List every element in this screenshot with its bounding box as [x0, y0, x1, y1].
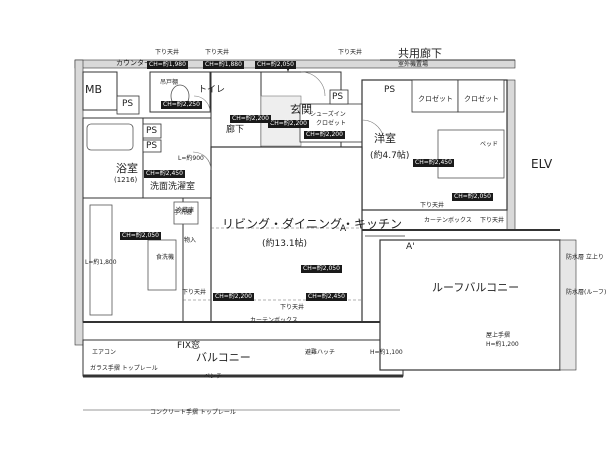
glass-rail-label: ガラス手摺 トップレール [90, 365, 158, 372]
sagari-label-6: 下り天井 [182, 289, 207, 296]
l-size-label: L=約900 [178, 155, 204, 162]
mark-a2: A' [406, 242, 415, 252]
curtain-box-label-2: カーテンボックス [424, 217, 472, 224]
ch-tag-11: CH=約2,050 [301, 265, 342, 273]
balcony-label: バルコニー [196, 351, 251, 364]
bath-size: (1216) [114, 176, 138, 184]
sagari-label-4: 下り天井 [420, 202, 445, 209]
sagari-label-2: 下り天井 [205, 49, 230, 56]
ch-tag-7: CH=約2,200 [304, 131, 345, 139]
ch-tag-4: CH=約2,250 [161, 101, 202, 109]
curtain-box-label: カーテンボックス [250, 317, 298, 324]
sagari-label-3: 下り天井 [338, 49, 363, 56]
ch-tag-8: CH=約2,450 [413, 159, 454, 167]
bed-label: ベッド [480, 141, 499, 148]
ps-label-4: PS [332, 92, 344, 102]
note-right-label: 防水層(ルーフ) [566, 289, 607, 296]
ch-tag-14: CH=約2,050 [120, 232, 161, 240]
dishwasher-label: 食洗機 [156, 254, 175, 261]
waterproof-label: 防水層 立上り [566, 254, 604, 261]
shoes-closet-label-2: クロゼット [316, 120, 347, 127]
kitchen-counter [89, 204, 113, 316]
ps-box-3 [329, 89, 349, 105]
roof-balcony [379, 239, 561, 371]
mb-box [82, 71, 118, 111]
shared-corridor-label: 共用廊下 [398, 47, 442, 60]
fridge [173, 201, 199, 225]
ch-tag-12: CH=約2,200 [213, 293, 254, 301]
ch-tag-13: CH=約2,450 [306, 293, 347, 301]
wall-right [506, 79, 516, 231]
ps-label-1: PS [122, 99, 134, 109]
hallway-label: 廊下 [226, 125, 245, 135]
elv-label: ELV [531, 157, 553, 171]
entrance-label: 玄関 [290, 103, 312, 116]
wall-left [74, 59, 84, 346]
kokuban-label: 吊戸棚 [160, 79, 179, 86]
ch-tag-6: CH=約2,200 [230, 115, 271, 123]
roof-height-label: 屋上手摺 [486, 332, 511, 339]
ps-label-2: PS [146, 126, 158, 136]
sagari-label-5: 下り天井 [280, 304, 305, 311]
ldk-size: (約13.1帖) [262, 239, 308, 249]
toilet-label: トイレ [198, 85, 226, 95]
ps-box-2 [142, 123, 162, 139]
ch-tag-5: CH=約2,200 [268, 120, 309, 128]
western-room-label: 洋室 [374, 132, 396, 145]
sagari-label-7: 下り天井 [480, 217, 505, 224]
western-room-size: (約4.7帖) [370, 151, 410, 161]
roof-balcony-label: ルーフバルコニー [432, 281, 520, 294]
ps-box-1 [116, 95, 140, 115]
closet-2 [457, 79, 505, 113]
ps-box-5 [142, 139, 162, 153]
fridge-label: 冷蔵庫 [176, 207, 195, 214]
outdoor-unit-label: 室外機置場 [398, 61, 429, 68]
roof-balcony-edge [559, 239, 577, 371]
bath-label: 浴室 [116, 162, 138, 175]
ch-tag-1: CH=約1,980 [147, 61, 188, 69]
aircon-label: エアコン [92, 349, 117, 356]
bed [437, 129, 505, 179]
door-swing-wash [192, 151, 212, 171]
fix-glass-label: FIX窓 [177, 341, 200, 351]
island [147, 239, 177, 291]
shoes-closet-label: シューズイン [310, 111, 346, 118]
h-value-label: H=約1,200 [486, 341, 519, 348]
mark-a: A [340, 224, 347, 234]
closet-2-label: クロゼット [464, 95, 499, 103]
washroom-label: 洗面洗濯室 [150, 182, 196, 192]
washing-label: 手洗器 [174, 209, 193, 216]
door-swing-western [361, 119, 385, 143]
ldk-room [210, 146, 363, 323]
counter-label: カウンター [116, 59, 151, 67]
ldk-label: リビング・ダイニング・キッチン [222, 217, 403, 231]
h-value-2-label: H=約1,100 [370, 349, 403, 356]
l-size-2-label: L=約1,800 [85, 259, 117, 266]
ps-label-3: PS [146, 141, 158, 151]
door-swing-entrance [300, 71, 326, 97]
closet-1-label: クロゼット [418, 95, 453, 103]
bathtub [86, 123, 134, 151]
ch-tag-2: CH=約1,880 [203, 61, 244, 69]
hallway-area [210, 71, 262, 148]
mb-label: MB [85, 83, 103, 96]
door-swing-toilet [193, 95, 211, 113]
ch-tag-9: CH=約2,050 [452, 193, 493, 201]
ch-tag-3: CH=約2,050 [255, 61, 296, 69]
sagari-label-1: 下り天井 [155, 49, 180, 56]
closet-1 [411, 79, 459, 113]
storage-label: 物入 [184, 237, 197, 244]
concrete-rail-label: コンクリート手摺 トップレール [150, 409, 236, 416]
ch-tag-10: CH=約2,450 [144, 170, 185, 178]
bench-label: ベンチ [204, 373, 223, 380]
hinan-label: 避難ハッチ [305, 349, 336, 356]
ps-label-5: PS [384, 85, 396, 95]
